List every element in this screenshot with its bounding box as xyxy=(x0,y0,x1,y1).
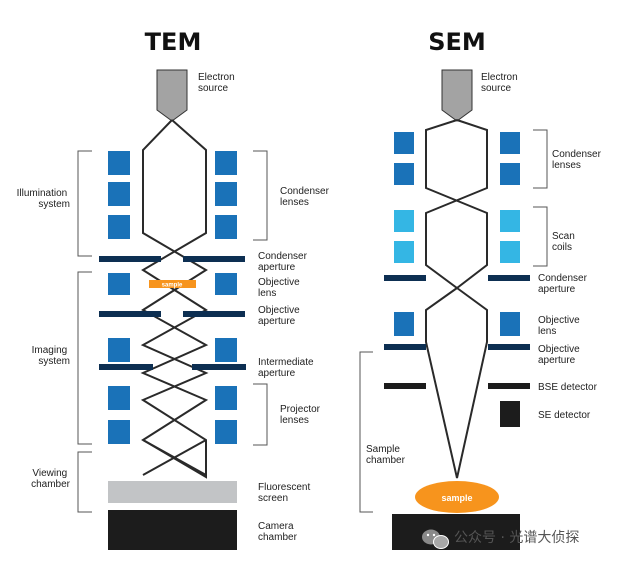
sem-beam-path xyxy=(425,119,488,290)
sem-scan-coils-bracket xyxy=(533,206,548,267)
tem-projector-lens xyxy=(215,386,237,410)
tem-condenser-lens xyxy=(108,182,130,206)
sem-bse-detector xyxy=(488,383,530,389)
sem-diagram: SEM Electron source xyxy=(359,28,604,550)
tem-sample-label: sample xyxy=(162,283,183,289)
tem-viewing-bracket xyxy=(77,451,92,513)
tem-objective-aperture-label: Objective aperture xyxy=(258,305,302,327)
tem-intermediate-lens xyxy=(108,338,130,362)
sem-sample-stage xyxy=(392,514,520,550)
sem-scan-coil xyxy=(500,241,520,263)
sem-condenser-lens xyxy=(500,163,520,185)
sem-scan-coil xyxy=(500,210,520,232)
tem-beam-path xyxy=(140,119,209,479)
sem-condenser-lenses-label: Condenser lenses xyxy=(552,149,604,171)
sem-condenser-aperture-label: Condenser aperture xyxy=(538,273,590,295)
tem-intermediate-aperture xyxy=(192,364,246,370)
tem-intermediate-aperture xyxy=(99,364,153,370)
sem-objective-aperture xyxy=(384,344,426,350)
tem-imaging-system-label: Imaging system xyxy=(32,345,70,367)
tem-projector-lens xyxy=(215,420,237,444)
watermark-text: 公众号 · 光谱大侦探 xyxy=(454,530,579,546)
tem-intermediate-aperture-label: Intermediate aperture xyxy=(258,357,316,379)
sem-bse-detector-label: BSE detector xyxy=(538,382,598,393)
tem-camera-chamber-label: Camera chamber xyxy=(258,521,298,543)
tem-beam-crossover-right xyxy=(142,439,207,476)
sem-sample-label: sample xyxy=(441,493,472,503)
tem-objective-aperture xyxy=(183,311,245,317)
wechat-icon xyxy=(422,529,449,549)
sem-condenser-lenses-bracket xyxy=(533,129,548,189)
tem-fluorescent-screen xyxy=(108,481,237,503)
tem-condenser-lens xyxy=(108,215,130,239)
tem-diagram: TEM Electron source sample xyxy=(17,28,332,550)
sem-objective-lens xyxy=(394,312,414,336)
sem-beam-path-lower xyxy=(425,287,488,479)
sem-condenser-lens xyxy=(394,132,414,154)
tem-condenser-aperture xyxy=(183,256,245,262)
tem-imaging-bracket xyxy=(77,271,92,445)
tem-viewing-chamber-label: Viewing chamber xyxy=(31,468,71,490)
tem-condenser-lenses-bracket xyxy=(253,150,268,241)
tem-illumination-bracket xyxy=(77,150,92,257)
tem-condenser-lenses-label: Condenser lenses xyxy=(280,186,332,208)
sem-sample xyxy=(415,481,499,513)
sem-objective-lens xyxy=(500,312,520,336)
tem-projector-lenses-label: Projector lenses xyxy=(280,404,323,426)
tem-projector-lens xyxy=(108,420,130,444)
tem-fluorescent-screen-label: Fluorescent screen xyxy=(258,482,313,504)
sem-se-detector-label: SE detector xyxy=(538,410,591,421)
sem-bse-detector xyxy=(384,383,426,389)
sem-scan-coil xyxy=(394,241,414,263)
tem-intermediate-lens xyxy=(215,338,237,362)
tem-condenser-lens xyxy=(215,215,237,239)
sem-objective-aperture xyxy=(488,344,530,350)
sem-condenser-aperture xyxy=(488,275,530,281)
sem-condenser-aperture xyxy=(384,275,426,281)
tem-projector-lenses-bracket xyxy=(253,383,268,446)
tem-title: TEM xyxy=(145,28,202,56)
tem-objective-lens xyxy=(215,273,237,295)
tem-condenser-aperture-label: Condenser aperture xyxy=(258,251,310,273)
tem-objective-lens xyxy=(108,273,130,295)
tem-camera-chamber xyxy=(108,510,237,550)
sem-se-detector xyxy=(500,401,520,427)
sem-electron-source xyxy=(441,69,473,122)
sem-objective-aperture-label: Objective aperture xyxy=(538,344,582,366)
sem-objective-lens-label: Objective lens xyxy=(538,315,582,337)
tem-condenser-lens xyxy=(215,182,237,206)
tem-illumination-system-label: Illumination system xyxy=(17,188,70,210)
sem-sample-chamber-bracket xyxy=(359,351,373,513)
sem-scan-coil xyxy=(394,210,414,232)
tem-condenser-lens xyxy=(108,151,130,175)
watermark: 公众号 · 光谱大侦探 xyxy=(422,529,579,549)
sem-condenser-lens xyxy=(394,163,414,185)
tem-condenser-lens xyxy=(215,151,237,175)
tem-objective-lens-label: Objective lens xyxy=(258,277,302,299)
tem-objective-aperture xyxy=(99,311,161,317)
sem-sample-chamber-label: Sample chamber xyxy=(366,444,406,466)
sem-condenser-lens xyxy=(500,132,520,154)
tem-electron-source-label: Electron source xyxy=(198,72,237,94)
tem-condenser-aperture xyxy=(99,256,161,262)
sem-electron-source-label: Electron source xyxy=(481,72,520,94)
tem-projector-lens xyxy=(108,386,130,410)
sem-title: SEM xyxy=(428,28,486,56)
sem-scan-coils-label: Scan coils xyxy=(552,231,578,253)
tem-sample xyxy=(149,280,196,288)
tem-electron-source xyxy=(156,69,188,122)
